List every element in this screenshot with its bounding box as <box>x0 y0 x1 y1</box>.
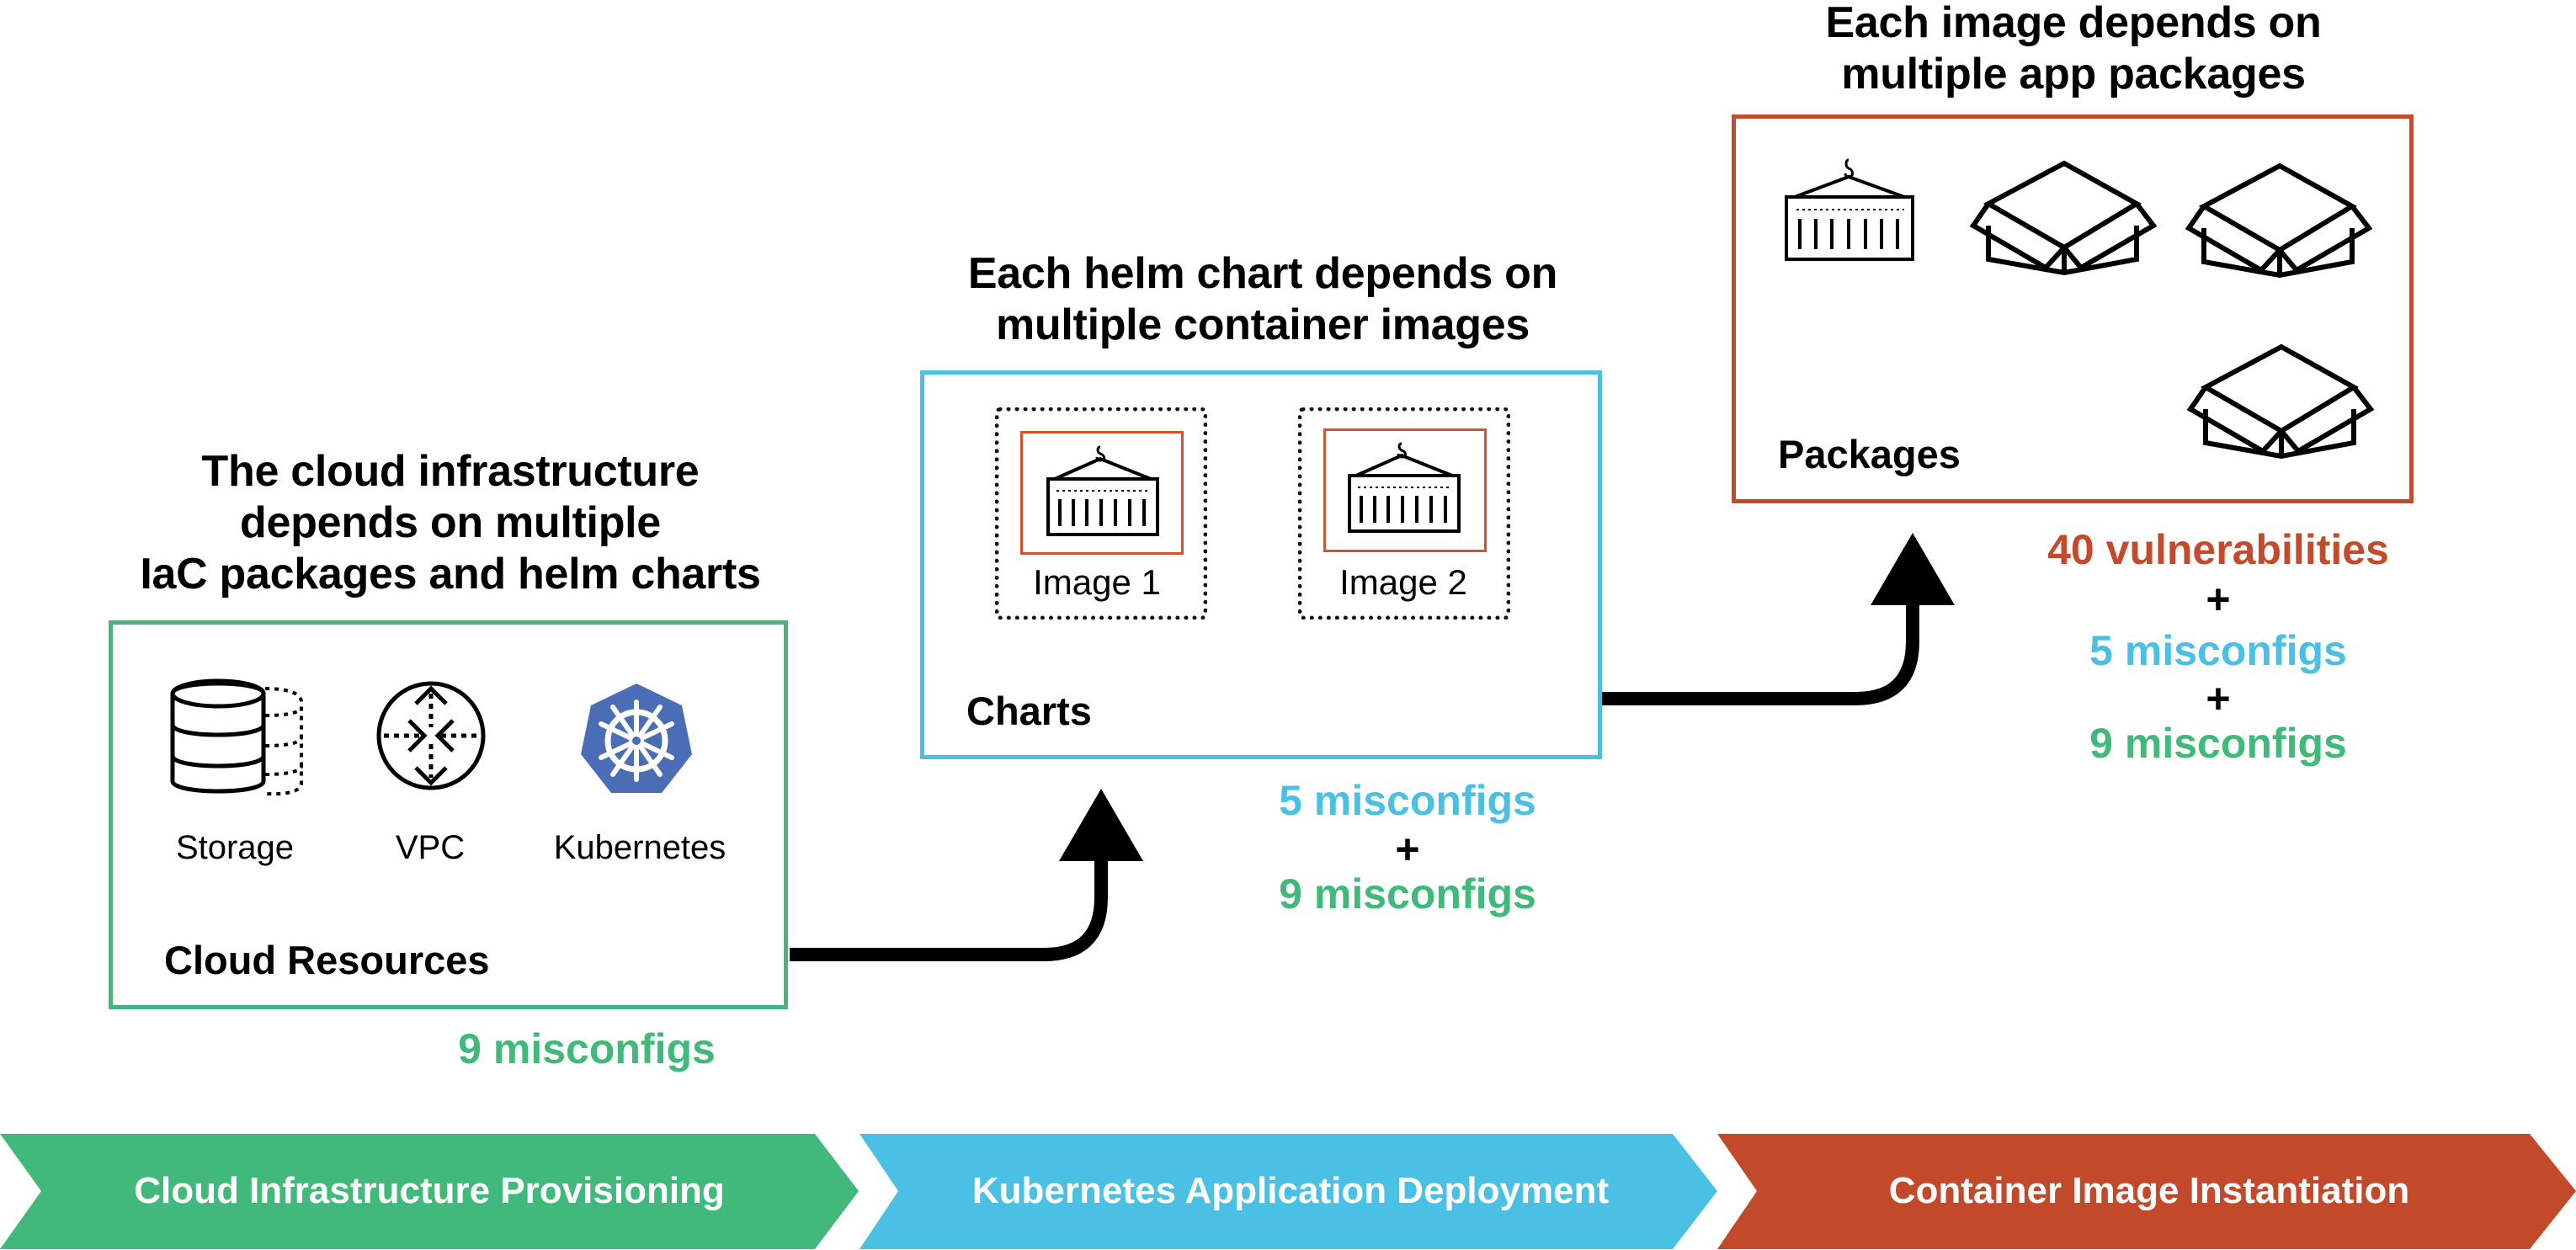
heading-line: depends on multiple <box>240 498 661 547</box>
vpc-icon <box>376 681 486 790</box>
heading-line: IaC packages and helm charts <box>140 550 761 598</box>
banner-kubernetes-deployment <box>860 1134 1717 1249</box>
metric-misconfigs: 9 misconfigs <box>2089 720 2347 767</box>
resource-label-kubernetes: Kubernetes <box>553 829 726 866</box>
resource-label-vpc: VPC <box>395 829 466 866</box>
metric-misconfigs: 9 misconfigs <box>1279 870 1536 918</box>
packages-label: Packages <box>1778 432 1961 476</box>
image-packages-heading: Each image depends on multiple app packa… <box>1737 0 2410 100</box>
metric-misconfigs: 5 misconfigs <box>2089 627 2347 674</box>
container-icon <box>1785 158 1914 261</box>
heading-line: The cloud infrastructure <box>201 447 700 496</box>
container-icon <box>1046 445 1159 536</box>
helm-chart-heading: Each helm chart depends on multiple cont… <box>884 248 1642 351</box>
kubernetes-icon <box>581 684 692 793</box>
metric-misconfigs: 9 misconfigs <box>458 1025 716 1072</box>
metric-plus: + <box>1395 826 1420 873</box>
image-card-2 <box>1298 407 1510 620</box>
heading-line: Each image depends on <box>1825 0 2322 47</box>
metric-vulnerabilities: 40 vulnerabilities <box>2047 526 2389 573</box>
image-card-1 <box>995 407 1207 620</box>
cloud-infra-heading: The cloud infrastructure depends on mult… <box>84 446 817 600</box>
package-box-icon <box>2185 162 2373 279</box>
metric-misconfigs: 5 misconfigs <box>1279 777 1536 824</box>
heading-line: multiple app packages <box>1841 50 2306 98</box>
cloud-resources-label: Cloud Resources <box>164 938 490 982</box>
metric-plus: + <box>2206 675 2231 722</box>
heading-line: multiple container images <box>996 301 1530 349</box>
banner-label-container-instantiation: Container Image Instantiation <box>1888 1170 2410 1211</box>
storage-icon <box>170 678 303 796</box>
banner-label-kubernetes-deployment: Kubernetes Application Deployment <box>971 1170 1610 1211</box>
package-box-icon <box>2186 343 2375 460</box>
charts-label: Charts <box>966 689 1092 733</box>
image-label-2: Image 2 <box>1339 562 1467 602</box>
package-box-icon <box>1969 160 2158 276</box>
container-icon <box>1348 442 1461 533</box>
heading-line: Each helm chart depends on <box>967 249 1558 298</box>
metric-plus: + <box>2206 576 2231 623</box>
banner-label-cloud-infrastructure: Cloud Infrastructure Provisioning <box>134 1170 725 1211</box>
resource-label-storage: Storage <box>175 829 295 866</box>
image-label-1: Image 1 <box>1033 562 1161 602</box>
banner-cloud-infrastructure <box>0 1134 859 1249</box>
banner-container-instantiation <box>1717 1134 2576 1249</box>
